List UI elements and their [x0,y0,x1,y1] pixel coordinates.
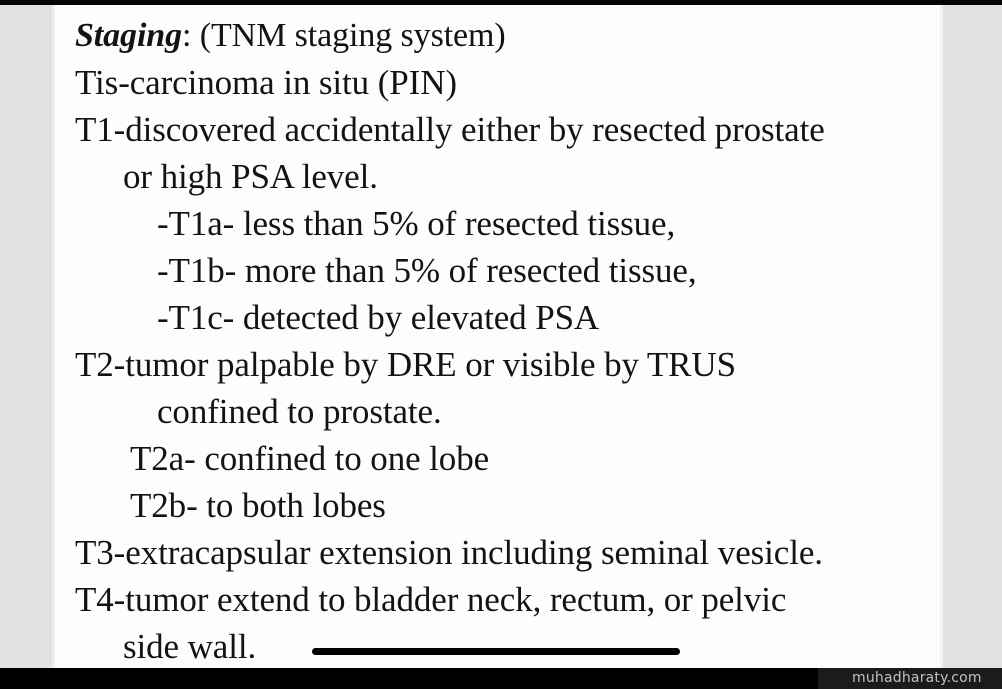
staging-line-t4: T4-tumor extend to bladder neck, rectum,… [75,580,787,619]
heading-rest: : (TNM staging system) [182,17,506,54]
heading-label: Staging [75,17,183,54]
staging-line-t4-cont: side wall. [123,627,257,666]
slide-canvas [55,5,940,668]
staging-line-t3: T3-extracapsular extension including sem… [75,533,823,572]
footer-black-bar [0,668,1002,689]
underline-rule-mark [312,648,680,655]
footer-watermark-backdrop [818,668,1002,689]
right-band-edge [940,5,943,668]
staging-line-t1c: -T1c- detected by elevated PSA [157,298,600,337]
left-band-edge [52,5,55,668]
staging-line-t1: T1-discovered accidentally either by res… [75,110,825,149]
top-dark-strip [0,0,1002,5]
staging-line-t2a: T2a- confined to one lobe [130,439,490,478]
slide-heading: Staging: (TNM staging system) [75,12,955,59]
left-letterbox-band [0,5,52,668]
staging-line-t2-cont: confined to prostate. [157,392,442,431]
staging-line-t2: T2-tumor palpable by DRE or visible by T… [75,345,736,384]
staging-line-t1a: -T1a- less than 5% of resected tissue, [157,204,676,243]
slide-text-block: Staging: (TNM staging system) Tis-carcin… [75,12,955,670]
staging-line-t1b: -T1b- more than 5% of resected tissue, [157,251,697,290]
site-watermark: muhadharaty.com [852,670,982,686]
staging-line-t2b: T2b- to both lobes [130,486,386,525]
staging-line-t1-cont: or high PSA level. [123,157,378,196]
staging-line-tis: Tis-carcinoma in situ (PIN) [75,63,457,102]
right-letterbox-band [943,5,1002,668]
